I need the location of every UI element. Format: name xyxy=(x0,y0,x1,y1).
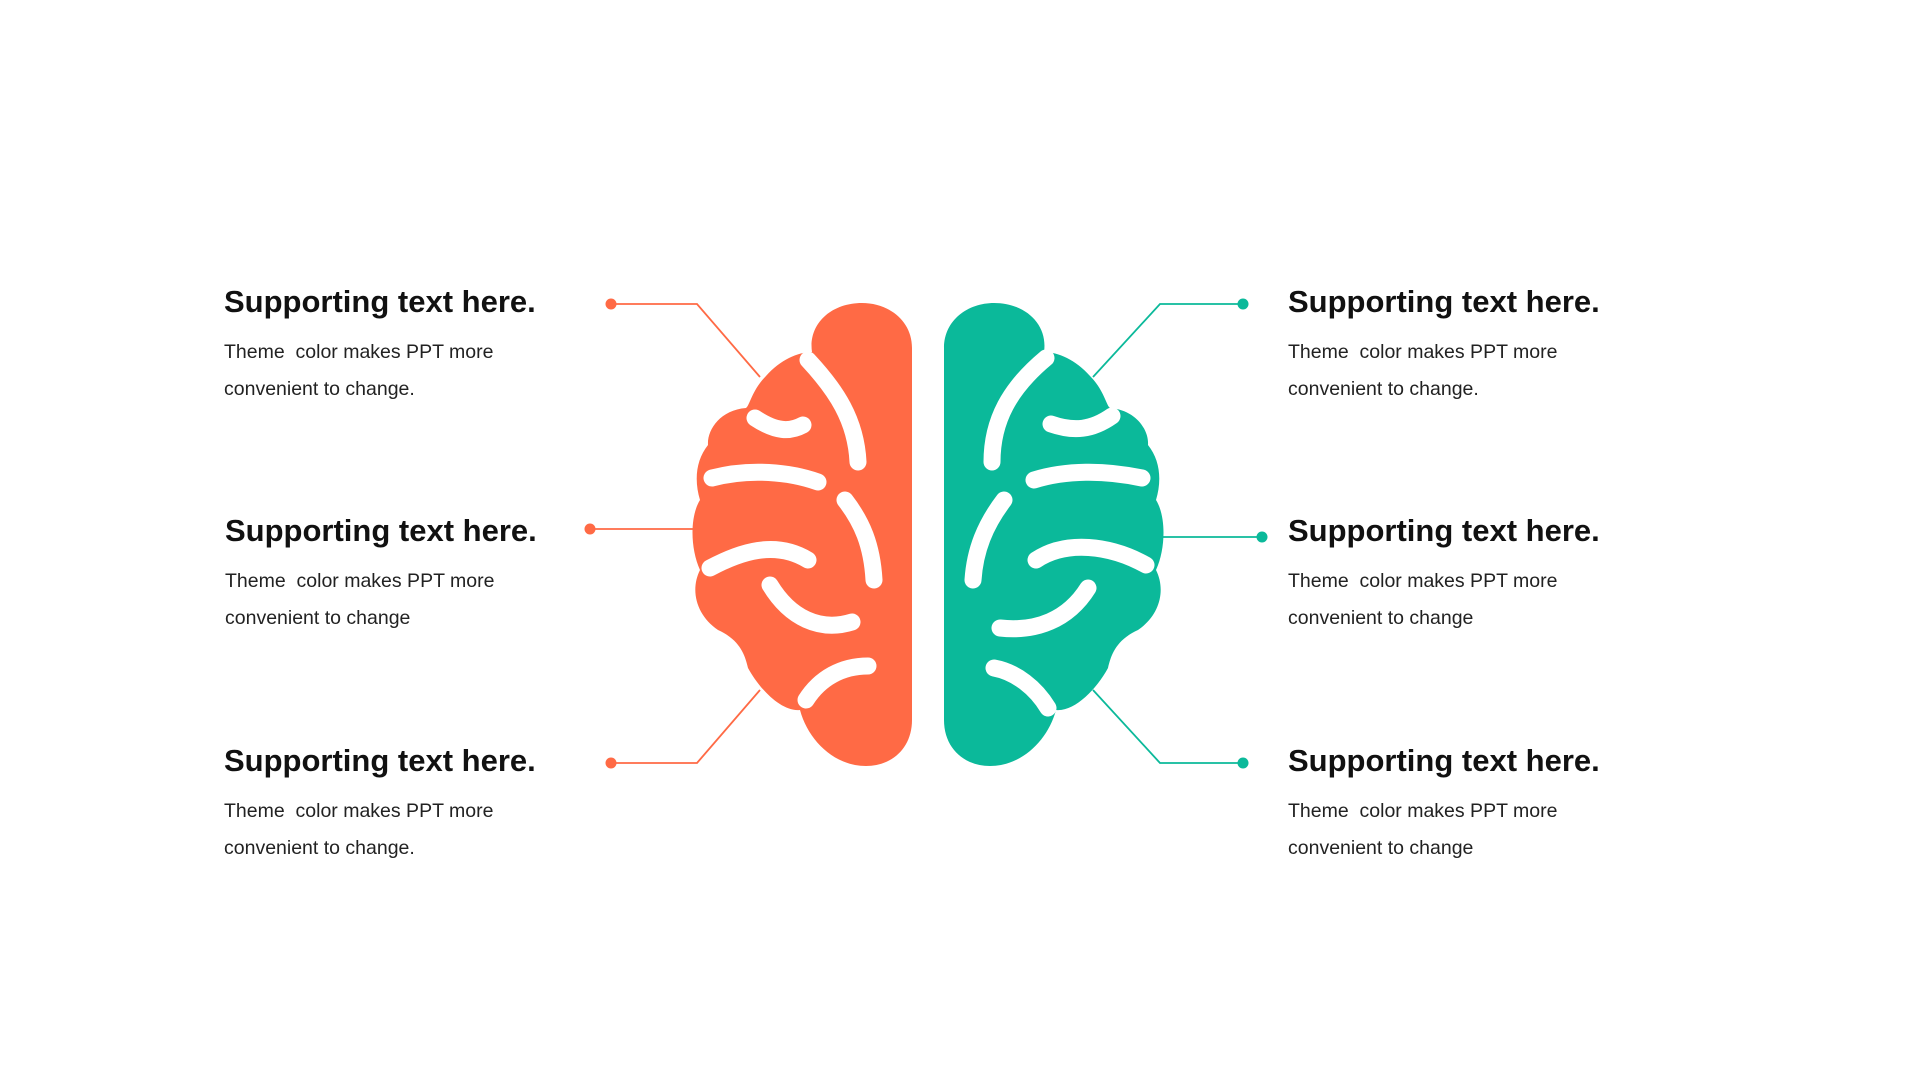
left-connectors xyxy=(590,303,761,764)
connector-left-bottom xyxy=(611,689,761,764)
connector-dot-right-middle xyxy=(1256,531,1268,543)
right-item-2-heading: Supporting text here. xyxy=(1288,513,1600,548)
left-item-2-line1: Theme color makes PPT more xyxy=(225,570,495,593)
connector-left-top xyxy=(611,303,761,378)
brain-left-hemisphere-icon xyxy=(692,303,912,766)
left-item-1: Supporting text here. Theme color makes … xyxy=(224,283,644,408)
left-item-3-body: Theme color makes PPT more convenient to … xyxy=(224,793,644,867)
connector-dot-left-middle xyxy=(584,523,596,535)
right-item-1-line2: convenient to change. xyxy=(1288,378,1479,401)
right-item-3: Supporting text here. Theme color makes … xyxy=(1288,742,1708,867)
left-item-2-body: Theme color makes PPT more convenient to … xyxy=(225,563,645,637)
left-item-1-line1: Theme color makes PPT more xyxy=(224,341,494,364)
right-item-3-line1: Theme color makes PPT more xyxy=(1288,800,1558,823)
connector-dot-left-bottom xyxy=(605,757,617,769)
left-item-1-line2: convenient to change. xyxy=(224,378,415,401)
right-connectors xyxy=(1092,303,1262,764)
connector-dot-right-top xyxy=(1237,298,1249,310)
left-item-3: Supporting text here. Theme color makes … xyxy=(224,742,644,867)
left-item-3-line1: Theme color makes PPT more xyxy=(224,800,494,823)
brain-right-hemisphere-icon xyxy=(944,303,1164,766)
connector-right-top xyxy=(1092,303,1243,378)
right-item-2-line2: convenient to change xyxy=(1288,607,1474,630)
left-item-3-heading: Supporting text here. xyxy=(224,743,536,778)
right-item-1-body: Theme color makes PPT more convenient to … xyxy=(1288,334,1708,408)
right-item-1: Supporting text here. Theme color makes … xyxy=(1288,283,1708,408)
left-item-2: Supporting text here. Theme color makes … xyxy=(225,512,645,637)
left-item-1-heading: Supporting text here. xyxy=(224,284,536,319)
right-item-2-line1: Theme color makes PPT more xyxy=(1288,570,1558,593)
left-item-1-body: Theme color makes PPT more convenient to … xyxy=(224,334,644,408)
connector-dot-right-bottom xyxy=(1237,757,1249,769)
right-item-1-heading: Supporting text here. xyxy=(1288,284,1600,319)
left-item-2-heading: Supporting text here. xyxy=(225,513,537,548)
right-item-2: Supporting text here. Theme color makes … xyxy=(1288,512,1708,637)
right-item-2-body: Theme color makes PPT more convenient to … xyxy=(1288,563,1708,637)
left-item-2-line2: convenient to change xyxy=(225,607,411,630)
right-item-3-line2: convenient to change xyxy=(1288,837,1474,860)
left-item-3-line2: convenient to change. xyxy=(224,837,415,860)
connector-right-bottom xyxy=(1092,689,1243,764)
connector-dot-left-top xyxy=(605,298,617,310)
right-item-1-line1: Theme color makes PPT more xyxy=(1288,341,1558,364)
right-item-3-heading: Supporting text here. xyxy=(1288,743,1600,778)
right-item-3-body: Theme color makes PPT more convenient to … xyxy=(1288,793,1708,867)
